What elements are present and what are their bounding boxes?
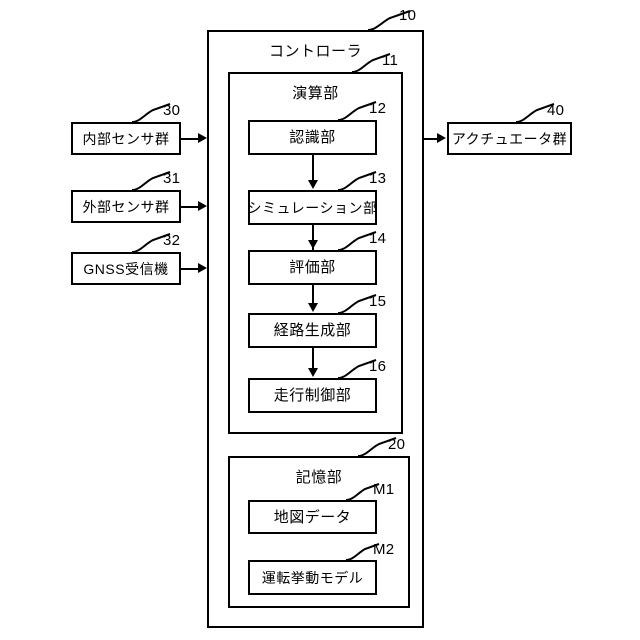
block-map-data: 地図データ (248, 500, 377, 534)
connector-evaluation-to-route (312, 285, 314, 307)
ref-label-actuators: 40 (547, 102, 565, 119)
ref-label-map-data: M1 (373, 481, 395, 498)
ref-label-gnss-receiver: 32 (163, 232, 181, 249)
input-external-sensors: 外部センサ群 (71, 190, 181, 223)
storage-unit-title: 記憶部 (295, 469, 343, 486)
connector-route-to-drive-control (312, 348, 314, 370)
output-actuators-label: アクチュエータ群 (451, 130, 568, 147)
output-actuators: アクチュエータ群 (447, 122, 572, 155)
block-map-data-label: 地図データ (273, 508, 352, 526)
arrowhead-evaluation-to-route (308, 303, 318, 312)
connector-controller-to-actuators (424, 138, 438, 140)
ref-label-simulation: 13 (369, 170, 387, 187)
controller-title: コントローラ (268, 43, 362, 60)
connector-gnss-to-controller (181, 268, 199, 270)
block-evaluation-label: 評価部 (289, 259, 336, 276)
arrowhead-gnss-receiver (198, 263, 207, 273)
ref-label-storage-unit: 20 (388, 436, 406, 453)
block-drive-control-label: 走行制御部 (273, 387, 352, 404)
connector-internal-sensors-to-controller (181, 138, 199, 140)
ref-label-drive-control: 16 (369, 358, 387, 375)
block-route-generation-label: 経路生成部 (273, 322, 352, 339)
connector-simulation-to-evaluation (312, 225, 314, 251)
block-route-generation: 経路生成部 (248, 313, 377, 348)
ref-label-driving-behavior-model: M2 (373, 541, 395, 558)
arrowhead-recognition-to-simulation (308, 180, 318, 189)
ref-label-internal-sensors: 30 (163, 102, 181, 119)
block-recognition: 認識部 (248, 120, 377, 155)
block-driving-behavior-model-label: 運転挙動モデル (261, 569, 364, 586)
block-drive-control: 走行制御部 (248, 378, 377, 413)
arrowhead-external-sensors (198, 201, 207, 211)
block-evaluation: 評価部 (248, 250, 377, 285)
input-gnss-receiver: GNSS受信機 (71, 252, 181, 285)
arrowhead-actuators (437, 133, 446, 143)
input-internal-sensors-label: 内部センサ群 (82, 130, 170, 147)
ref-label-route-generation: 15 (369, 293, 387, 310)
block-simulation: シミュレーション部 (248, 190, 377, 225)
connector-recognition-to-simulation (312, 155, 314, 181)
ref-label-compute-unit: 11 (382, 52, 399, 69)
block-recognition-label: 認識部 (289, 129, 336, 146)
connector-external-sensors-to-controller (181, 206, 199, 208)
input-gnss-receiver-label: GNSS受信機 (83, 260, 169, 277)
arrowhead-internal-sensors (198, 133, 207, 143)
ref-label-controller: 10 (399, 7, 417, 24)
block-simulation-label: シミュレーション部 (247, 199, 378, 216)
ref-label-evaluation: 14 (369, 230, 387, 247)
compute-unit-title: 演算部 (292, 85, 339, 102)
input-external-sensors-label: 外部センサ群 (82, 198, 170, 215)
arrowhead-route-to-drive-control (308, 368, 318, 377)
block-driving-behavior-model: 運転挙動モデル (248, 560, 377, 595)
arrowhead-simulation-to-evaluation (308, 240, 318, 249)
ref-label-recognition: 12 (369, 100, 387, 117)
input-internal-sensors: 内部センサ群 (71, 122, 181, 155)
ref-label-external-sensors: 31 (163, 170, 181, 187)
